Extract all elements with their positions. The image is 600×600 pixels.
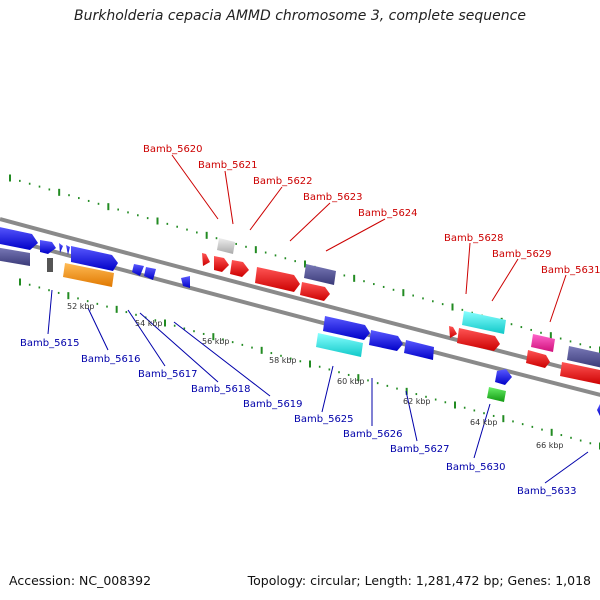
label-bamb-5623[interactable]: Bamb_5623 bbox=[303, 192, 363, 203]
label-bamb-5619[interactable]: Bamb_5619 bbox=[243, 399, 303, 410]
gene-red-5631 bbox=[560, 362, 600, 385]
gene-green-5630 bbox=[487, 387, 506, 402]
tick-track-outer bbox=[9, 174, 600, 354]
gene-blue-2 bbox=[40, 240, 56, 254]
accession-text: Accession: NC_008392 bbox=[9, 573, 152, 588]
kbp-scale: 52 kbp 54 kbp 56 kbp 58 kbp 60 kbp 62 kb… bbox=[67, 302, 564, 450]
label-bamb-5622[interactable]: Bamb_5622 bbox=[253, 176, 313, 187]
gene-red-5628 bbox=[457, 328, 500, 351]
gene-blue-3 bbox=[59, 243, 63, 253]
gene-red-5622 bbox=[214, 256, 229, 272]
tick-track-inner bbox=[19, 278, 600, 450]
leader-lines-bottom bbox=[47, 289, 589, 484]
label-bamb-5621[interactable]: Bamb_5621 bbox=[198, 160, 258, 171]
gene-blue-4 bbox=[66, 245, 70, 255]
gene-labels-bottom: Bamb_5615 Bamb_5616 Bamb_5617 Bamb_5618 … bbox=[20, 338, 577, 497]
gene-blue-5 bbox=[71, 246, 118, 271]
label-bamb-5633[interactable]: Bamb_5633 bbox=[517, 486, 577, 497]
gene-blue-1 bbox=[0, 227, 38, 250]
gene-blue-6 bbox=[132, 264, 144, 276]
gene-red-5628b bbox=[449, 326, 457, 338]
gene-gray-5620 bbox=[217, 238, 235, 254]
kbp-56: 56 kbp bbox=[202, 337, 230, 346]
gene-magenta-5629 bbox=[531, 334, 555, 352]
label-bamb-5628[interactable]: Bamb_5628 bbox=[444, 233, 504, 244]
kbp-60: 60 kbp bbox=[337, 377, 365, 386]
kbp-58: 58 kbp bbox=[269, 356, 297, 365]
topology-summary: Topology: circular; Length: 1,281,472 bp… bbox=[247, 573, 591, 588]
kbp-52: 52 kbp bbox=[67, 302, 95, 311]
gene-blue-5625 bbox=[323, 316, 370, 340]
leader-lines-top bbox=[171, 154, 567, 323]
gene-red-5624c bbox=[300, 282, 330, 301]
gene-cyan-5625 bbox=[316, 333, 363, 357]
label-bamb-5616[interactable]: Bamb_5616 bbox=[81, 354, 141, 365]
map-title: Burkholderia cepacia AMMD chromosome 3, … bbox=[74, 8, 526, 24]
gene-slate-5624b bbox=[304, 264, 336, 285]
gene-blue-5633 bbox=[597, 404, 600, 416]
label-bamb-5624[interactable]: Bamb_5624 bbox=[358, 208, 418, 219]
label-bamb-5626[interactable]: Bamb_5626 bbox=[343, 429, 403, 440]
gene-blocks bbox=[0, 227, 600, 416]
gene-labels-top: Bamb_5620 Bamb_5621 Bamb_5622 Bamb_5623 … bbox=[143, 144, 600, 276]
gene-gray-small bbox=[47, 258, 53, 272]
gene-red-5629 bbox=[526, 350, 550, 368]
kbp-62: 62 kbp bbox=[403, 397, 431, 406]
label-bamb-5620[interactable]: Bamb_5620 bbox=[143, 144, 203, 155]
gene-slate-5631 bbox=[567, 346, 600, 368]
gene-orange-1 bbox=[63, 263, 114, 287]
gene-blue-5626 bbox=[369, 330, 403, 351]
gene-red-5624 bbox=[255, 267, 300, 292]
gene-slate-1 bbox=[0, 247, 30, 266]
label-bamb-5615[interactable]: Bamb_5615 bbox=[20, 338, 80, 349]
gene-cyan-5628 bbox=[462, 311, 506, 334]
gene-blue-5630 bbox=[495, 369, 512, 385]
label-bamb-5625[interactable]: Bamb_5625 bbox=[294, 414, 354, 425]
kbp-64: 64 kbp bbox=[470, 418, 498, 427]
label-bamb-5617[interactable]: Bamb_5617 bbox=[138, 369, 198, 380]
gene-blue-5627 bbox=[404, 340, 434, 360]
label-bamb-5629[interactable]: Bamb_5629 bbox=[492, 249, 552, 260]
kbp-66: 66 kbp bbox=[536, 441, 564, 450]
gene-red-5621 bbox=[202, 253, 210, 266]
gene-blue-7 bbox=[144, 267, 156, 280]
label-bamb-5627[interactable]: Bamb_5627 bbox=[390, 444, 450, 455]
label-bamb-5630[interactable]: Bamb_5630 bbox=[446, 462, 506, 473]
label-bamb-5631[interactable]: Bamb_5631 bbox=[541, 265, 600, 276]
gene-red-5623 bbox=[230, 260, 249, 277]
label-bamb-5618[interactable]: Bamb_5618 bbox=[191, 384, 251, 395]
kbp-54: 54 kbp bbox=[135, 319, 163, 328]
gene-blue-8 bbox=[181, 276, 190, 288]
